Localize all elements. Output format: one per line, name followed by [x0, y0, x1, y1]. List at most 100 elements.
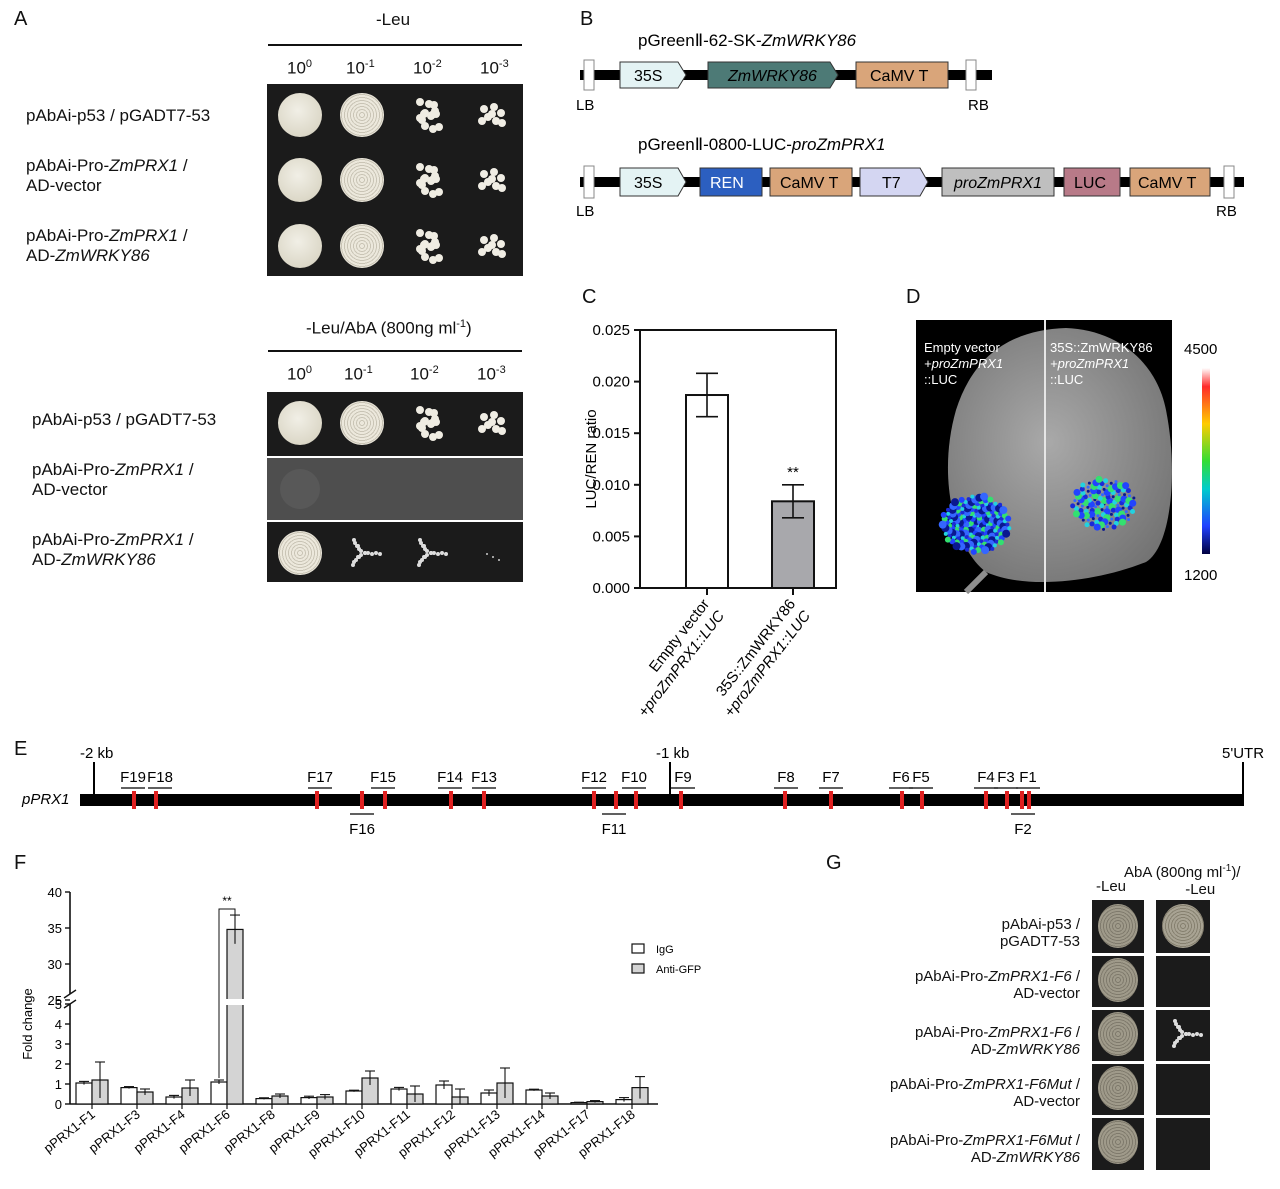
luc-spot-right [1079, 486, 1085, 492]
yeast-colony [351, 560, 356, 565]
panel-a-header-aba: -Leu/AbA (800ng ml-1) [306, 318, 472, 338]
yeast-colony [484, 244, 492, 252]
panel-g-label: G [826, 852, 842, 874]
dilution-label: 10-3 [480, 58, 509, 78]
bar [685, 394, 729, 589]
construct1-lb-marker [583, 59, 595, 91]
yeast-colony [497, 417, 505, 425]
yeast-colony [352, 538, 357, 543]
y-tick-label: 0.015 [592, 425, 630, 442]
g-col2-header: AbA (800ng ml-1)/-Leu [1124, 863, 1241, 898]
yeast-colony [480, 236, 488, 244]
scale-min: 1200 [1184, 567, 1217, 584]
dilution-label: 10-1 [344, 364, 373, 384]
significance-bracket [218, 908, 236, 1078]
yeast-colony [429, 125, 438, 134]
luc-spot-left [948, 518, 953, 523]
binding-site [829, 791, 833, 809]
yeast-colony [432, 240, 441, 249]
luc-spot-right [1095, 475, 1103, 483]
yeast-colony [416, 562, 421, 567]
yeast-colony [362, 551, 367, 556]
svg-text:::LUC: ::LUC [924, 372, 957, 387]
yeast-colony [420, 417, 429, 426]
significance-mark: ** [787, 464, 799, 481]
yeast-colony [488, 110, 496, 118]
luc-spot-right [1072, 510, 1080, 518]
yeast-colony [434, 430, 443, 439]
legend-swatch-anti-gfp [631, 963, 645, 974]
binding-site [482, 791, 486, 809]
luc-spot-right [1102, 487, 1106, 491]
fragment-label: F14 [437, 769, 463, 786]
yeast-spot [278, 224, 322, 268]
luc-spot-left [1007, 526, 1012, 531]
luc-spot-right [1093, 507, 1101, 515]
panel-a-header-leu: -Leu [376, 10, 411, 29]
luc-spot-right [1126, 513, 1130, 517]
scale-max: 4500 [1184, 341, 1217, 358]
luc-spot-left [987, 496, 994, 503]
luc-spot-left [963, 500, 968, 505]
yeast-colony [424, 549, 429, 554]
luc-spot-right [1127, 505, 1133, 511]
luc-imaging: Empty vector +proZmPRX1 ::LUC 35S::ZmWRK… [916, 320, 1217, 594]
yeast-colony [497, 109, 505, 117]
fragment-label: F9 [674, 769, 692, 786]
panel-a-header-rule [268, 44, 522, 46]
dilution-label: 100 [287, 58, 313, 78]
dilution-label: 10-1 [346, 58, 375, 78]
construct1-camvt [855, 61, 949, 89]
luc-spot-left [970, 494, 975, 499]
fragment-label: F11 [602, 821, 627, 838]
fragment-label: F12 [581, 769, 607, 786]
luc-spot-right [1084, 522, 1090, 528]
luc-spot-right [1105, 484, 1109, 488]
y-tick-label: 40 [48, 885, 62, 900]
yeast-colony [484, 113, 492, 121]
y-tick-label: 35 [48, 921, 62, 936]
yeast-colony [420, 557, 425, 562]
yeast-colony [422, 555, 427, 560]
luc-spot-right [1111, 524, 1117, 530]
yeast-colony [488, 175, 496, 183]
yeast-colony [421, 543, 426, 548]
yeast-colony [427, 243, 436, 252]
dilution-label: 10-2 [410, 364, 439, 384]
row-label-zmprx1-vector: pAbAi-Pro-ZmPRX1 /AD-vector [26, 156, 188, 195]
yeast-colony [416, 421, 425, 430]
x-label-empty-vector: Empty vector+proZmPRX1::LUC [635, 596, 728, 720]
svg-text:LB: LB [576, 203, 594, 220]
svg-text:REN: REN [710, 175, 744, 192]
yeast-colony [1183, 1032, 1188, 1037]
construct2-35s [619, 167, 687, 197]
luc-spot-left [960, 506, 965, 511]
yeast-colony [1171, 1043, 1176, 1048]
yeast-spot [340, 158, 384, 202]
luc-spot-right [1129, 499, 1137, 507]
luc-spot-left [944, 536, 951, 543]
promoter-bar [80, 794, 1244, 806]
yeast-spot [340, 224, 384, 268]
luc-spot-right [1103, 478, 1109, 484]
yeast-colony [420, 252, 429, 261]
plate-gap [1090, 953, 1212, 956]
luc-spot-left [970, 548, 977, 555]
y-tick-label: 1 [55, 1077, 62, 1092]
dilution-label: 100 [287, 364, 313, 384]
yeast-colony [486, 553, 488, 555]
yeast-colony [416, 244, 425, 253]
yeast-spot-faint [280, 469, 320, 509]
luc-spot-right [1088, 493, 1092, 497]
fragment-label: F16 [349, 821, 375, 838]
yeast-colony [355, 543, 360, 548]
yeast-colony [434, 187, 443, 196]
luc-spot-left [995, 535, 1000, 540]
luc-spot-left [992, 543, 997, 548]
luc-spot-right [1078, 508, 1084, 514]
yeast-colony [1174, 1022, 1179, 1027]
svg-text:T7: T7 [882, 175, 901, 192]
yeast-colony [429, 256, 438, 265]
